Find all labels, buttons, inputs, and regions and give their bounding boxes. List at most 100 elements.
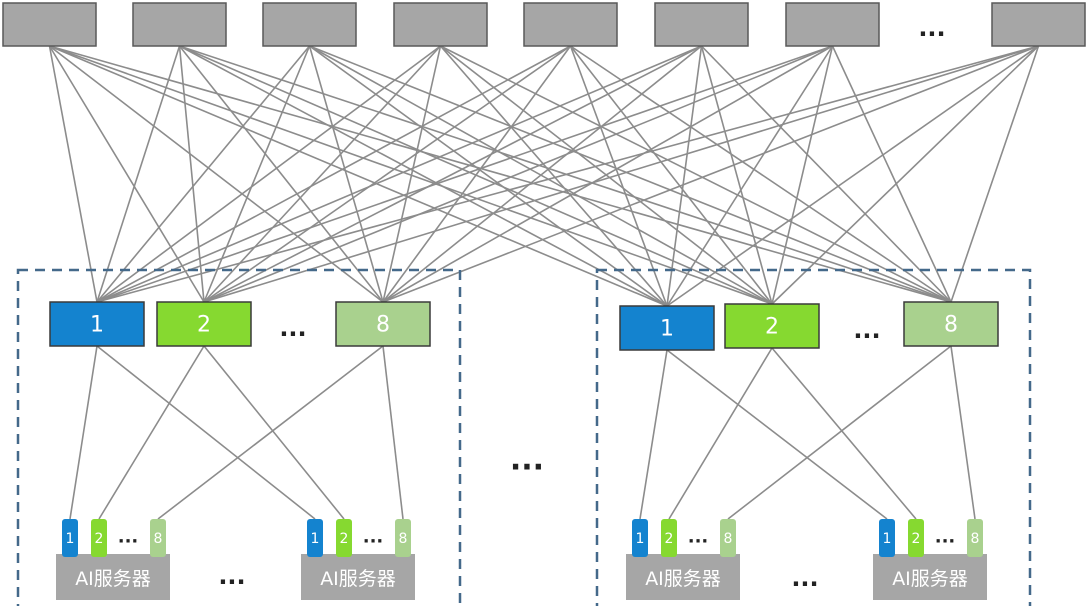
uplink-spine7-pod1-leaf2 — [950, 45, 1040, 303]
leaf-switch-pod1-8 — [903, 301, 999, 347]
uplink-spine1-pod0-leaf2 — [178, 45, 384, 303]
ai-server-label: AI服务器 — [320, 568, 396, 590]
uplink-spine3-pod1-leaf1 — [440, 45, 773, 305]
downlink-pod0-leaf2-server1 — [382, 345, 404, 520]
nic-port-label: 2 — [340, 531, 349, 547]
nic-port-label: 8 — [154, 531, 163, 547]
uplink-spine0-pod0-leaf0 — [48, 45, 98, 303]
uplink-spine1-pod1-leaf2 — [179, 45, 952, 303]
uplink-spine1-pod1-leaf1 — [179, 45, 773, 305]
ai-server-pod0-0 — [56, 554, 170, 600]
pod-boundary-0 — [16, 268, 462, 606]
uplink-spine0-pod0-leaf2 — [49, 45, 384, 303]
nic-port-1 — [879, 519, 895, 557]
uplink-spine2-pod0-leaf0 — [96, 45, 311, 303]
nic-port-label: 1 — [883, 531, 892, 547]
uplink-spine0-pod1-leaf1 — [49, 45, 773, 305]
uplink-spine7-pod0-leaf2 — [382, 45, 1039, 303]
nic-port-8 — [967, 519, 983, 557]
uplink-spine5-pod0-leaf0 — [96, 45, 702, 303]
nic-port-2 — [661, 519, 677, 557]
uplink-spine6-pod0-leaf2 — [382, 45, 833, 303]
uplink-spine6-pod1-leaf0 — [666, 45, 834, 307]
uplink-spine1-pod0-leaf1 — [178, 45, 205, 303]
downlink-pod1-leaf2-server0 — [727, 345, 952, 520]
nic-port-2 — [908, 519, 924, 557]
uplink-spine6-pod0-leaf1 — [203, 45, 833, 303]
uplink-spine5-pod1-leaf0 — [666, 45, 703, 307]
uplink-spine7-pod1-leaf0 — [666, 45, 1039, 307]
uplink-spine2-pod0-leaf2 — [308, 45, 384, 303]
uplink-spine4-pod1-leaf1 — [569, 45, 773, 305]
leaf-switch-pod0-8 — [335, 301, 431, 347]
ai-server-pod1-1 — [873, 554, 987, 600]
uplink-spine5-pod0-leaf1 — [203, 45, 702, 303]
nic-port-2 — [336, 519, 352, 557]
nic-port-label: 1 — [311, 531, 320, 547]
uplink-spine2-pod1-leaf2 — [309, 45, 952, 303]
downlink-pod1-leaf0-server1 — [666, 349, 888, 520]
downlink-pod0-leaf0-server0 — [69, 345, 98, 520]
leaf-switch-pod0-2 — [156, 301, 252, 347]
uplink-spine3-pod1-leaf2 — [440, 45, 952, 303]
nic-port-1 — [307, 519, 323, 557]
uplink-spine5-pod1-leaf1 — [700, 45, 773, 305]
server-ellipsis: ... — [218, 562, 245, 590]
nic-port-label: 2 — [912, 531, 921, 547]
port-ellipsis: ... — [688, 527, 709, 548]
uplink-spine7-pod0-leaf1 — [203, 45, 1039, 303]
leaf-label: 2 — [765, 315, 779, 340]
uplink-spine5-pod0-leaf2 — [382, 45, 703, 303]
uplink-spine4-pod1-leaf0 — [569, 45, 668, 307]
nic-port-2 — [91, 519, 107, 557]
spine-ellipsis: ... — [918, 14, 945, 42]
downlink-pod1-leaf1-server1 — [771, 347, 917, 520]
spine-switch-6 — [785, 2, 880, 47]
leaf-label: 8 — [944, 313, 958, 338]
uplink-spine0-pod1-leaf2 — [49, 45, 952, 303]
uplink-spine3-pod1-leaf0 — [439, 45, 668, 307]
uplink-spine4-pod0-leaf2 — [382, 45, 572, 303]
downlink-pod1-leaf0-server0 — [639, 349, 668, 520]
ai-server-pod1-0 — [626, 554, 740, 600]
uplink-spine1-pod1-leaf0 — [179, 45, 668, 307]
leaf-switch-pod1-2 — [724, 303, 820, 349]
uplink-spine0-pod0-leaf1 — [48, 45, 205, 303]
spine-switch-5 — [654, 2, 749, 47]
pod-ellipsis: ... — [510, 443, 544, 478]
leaf-label: 8 — [376, 313, 390, 338]
pod-boundary-1 — [595, 268, 1032, 606]
leaf-switch-pod0-1 — [49, 301, 145, 347]
nic-port-label: 1 — [66, 531, 75, 547]
nic-port-label: 8 — [399, 531, 408, 547]
uplink-spine5-pod1-leaf2 — [700, 45, 952, 303]
leaf-label: 1 — [90, 313, 104, 338]
leaf-ellipsis: ... — [279, 314, 306, 342]
pods-layer — [16, 268, 1032, 606]
nic-port-8 — [150, 519, 166, 557]
uplink-spine4-pod0-leaf1 — [203, 45, 571, 303]
server-ellipsis: ... — [791, 564, 818, 592]
downlink-pod0-leaf1-server1 — [203, 345, 345, 520]
nic-port-label: 1 — [636, 531, 645, 547]
spine-switch-4 — [523, 2, 618, 47]
ai-server-label: AI服务器 — [892, 568, 968, 590]
uplink-spine6-pod1-leaf1 — [771, 45, 834, 305]
spine-switch-7 — [991, 2, 1086, 47]
port-ellipsis: ... — [363, 527, 384, 548]
downlink-pod0-leaf0-server1 — [96, 345, 316, 520]
ai-server-pod0-1 — [301, 554, 415, 600]
links-layer — [48, 45, 1040, 520]
leaf-label: 1 — [660, 317, 674, 342]
nic-port-1 — [62, 519, 78, 557]
uplink-spine3-pod0-leaf1 — [203, 45, 442, 303]
nic-port-label: 2 — [95, 531, 104, 547]
leaf-ellipsis: ... — [853, 316, 880, 344]
spine-switch-0 — [2, 2, 97, 47]
downlink-pod1-leaf1-server0 — [668, 347, 773, 520]
spine-switch-3 — [393, 2, 488, 47]
nic-port-label: 8 — [724, 531, 733, 547]
